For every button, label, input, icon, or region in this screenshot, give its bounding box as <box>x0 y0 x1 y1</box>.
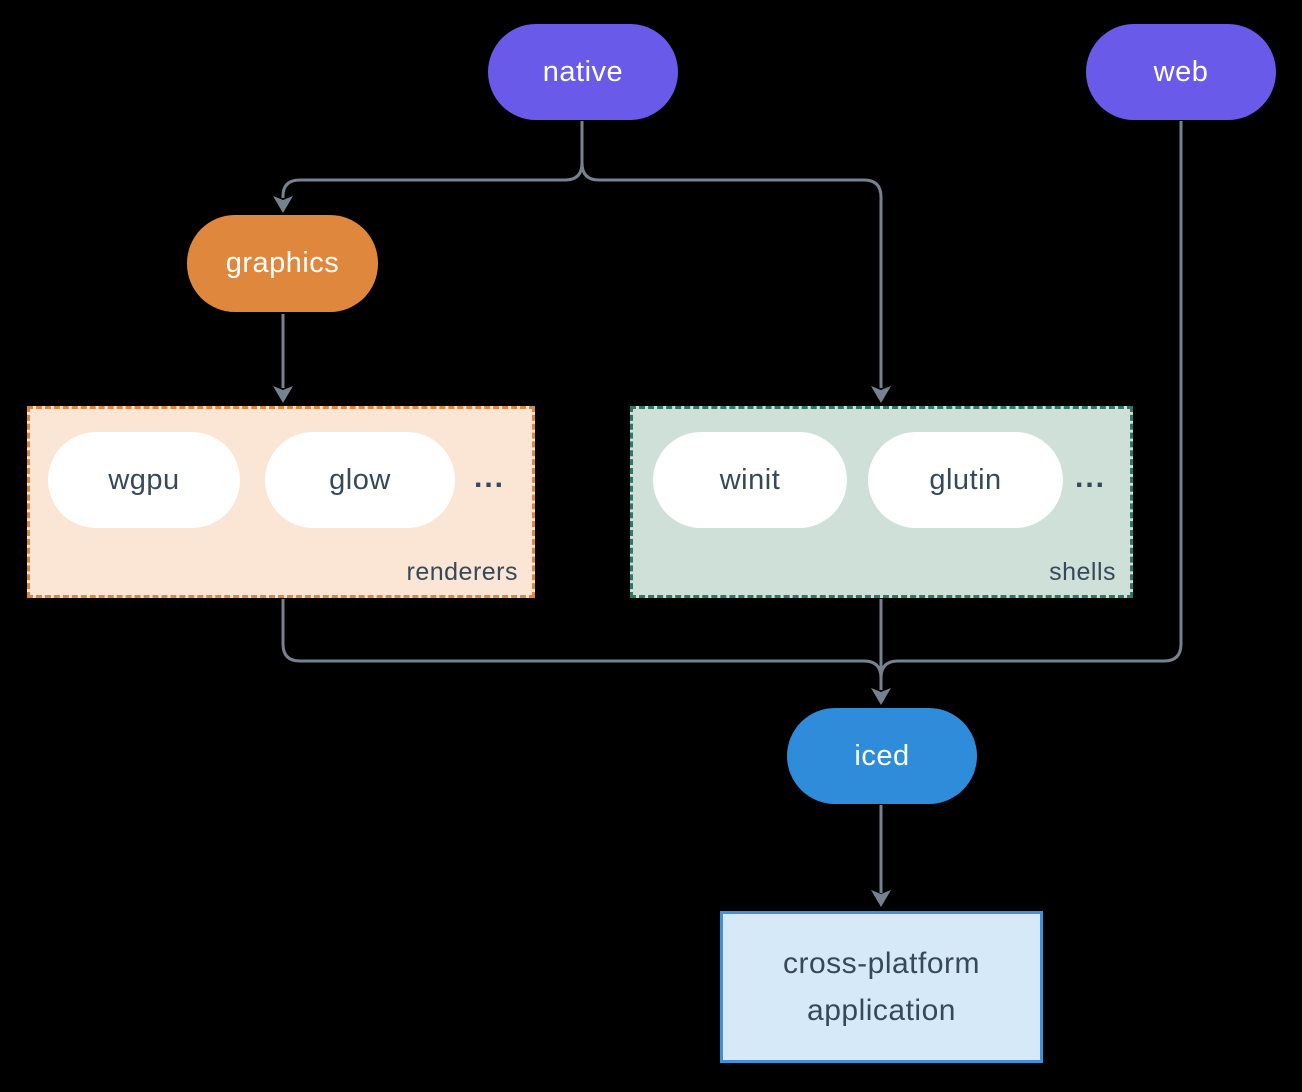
node-iced-label: iced <box>854 739 910 772</box>
arrowhead-into-graphics <box>273 196 293 213</box>
group-shells-label: shells <box>1049 558 1116 586</box>
arrowhead-into-iced <box>871 688 891 705</box>
node-winit: winit <box>653 432 847 528</box>
application-label-line2: application <box>807 994 956 1027</box>
node-cross-platform-application: cross-platform application <box>720 911 1043 1063</box>
node-glow-label: glow <box>329 463 391 496</box>
node-graphics: graphics <box>187 215 378 312</box>
node-graphics-label: graphics <box>225 247 340 279</box>
shells-ellipsis: ... <box>1075 461 1107 494</box>
node-glutin: glutin <box>868 432 1063 528</box>
arrowhead-into-renderers <box>273 386 293 403</box>
node-web-label: web <box>1153 55 1209 88</box>
edge-web-junction <box>879 121 1183 679</box>
edge-native-graphics <box>281 121 584 198</box>
node-winit-label: winit <box>719 463 781 496</box>
group-renderers-label: renderers <box>406 558 518 586</box>
node-native-label: native <box>542 55 624 88</box>
node-web: web <box>1086 24 1276 120</box>
node-glutin-label: glutin <box>929 463 1002 496</box>
edge-native-shells <box>580 162 883 388</box>
node-wgpu: wgpu <box>48 432 240 528</box>
arrowhead-into-shells <box>871 386 891 403</box>
group-shells: winit glutin ... shells <box>630 406 1133 598</box>
node-iced: iced <box>787 708 977 804</box>
renderers-ellipsis: ... <box>474 461 506 494</box>
node-glow: glow <box>265 432 455 528</box>
group-renderers: wgpu glow ... renderers <box>27 406 535 598</box>
edge-renderers-junction <box>281 599 883 679</box>
node-native: native <box>488 24 678 120</box>
arrowhead-into-application <box>871 890 891 907</box>
node-wgpu-label: wgpu <box>108 463 180 496</box>
application-label-line1: cross-platform <box>782 947 981 980</box>
